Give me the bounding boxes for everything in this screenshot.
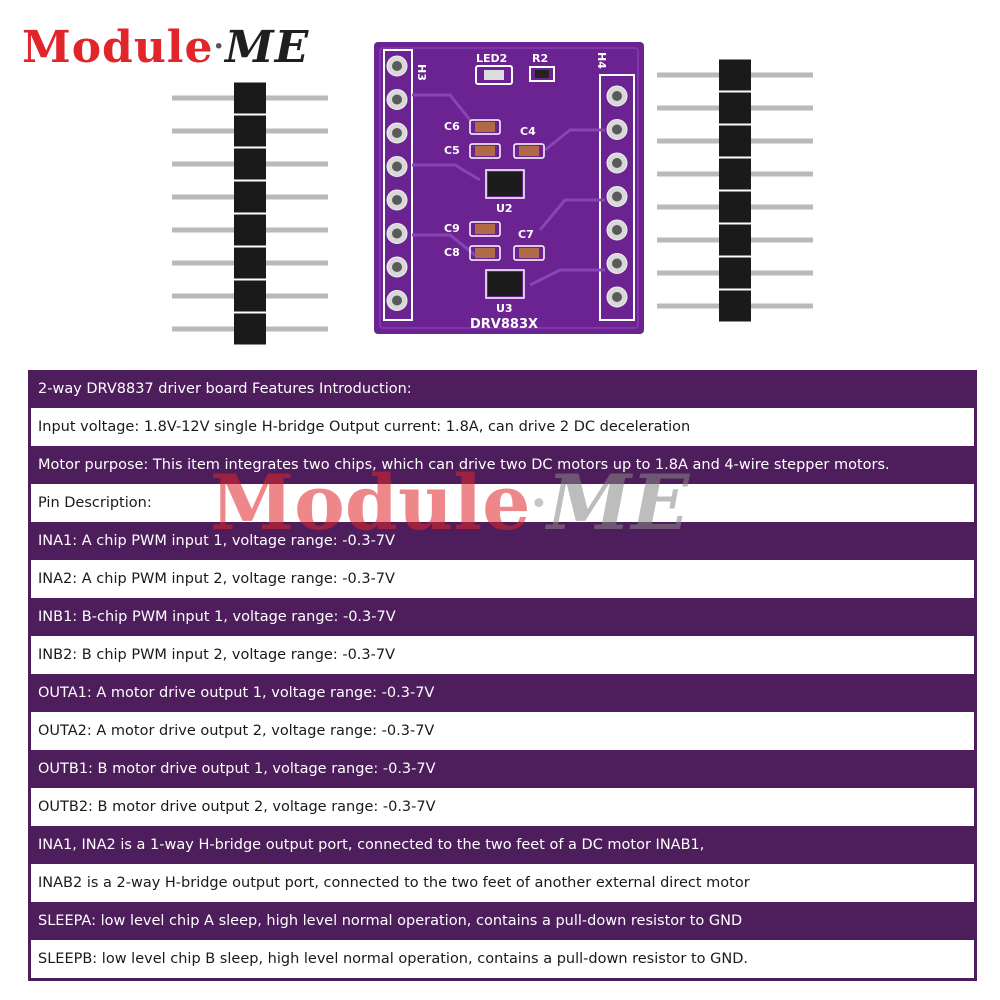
capacitor [475, 224, 495, 234]
left-header-block [234, 115, 266, 147]
chip-u2 [488, 172, 522, 196]
left-pad-column [386, 55, 408, 311]
right-pad-column [606, 85, 628, 308]
table-row-text: INA1: A chip PWM input 1, voltage range:… [38, 533, 395, 549]
table-row-text: INA1, INA2 is a 1-way H-bridge output po… [38, 837, 705, 853]
capacitor [475, 122, 495, 132]
table-row-text: 2-way DRV8837 driver board Features Intr… [38, 381, 412, 397]
table-row: SLEEPA: low level chip A sleep, high lev… [28, 902, 977, 940]
table-row: INA1, INA2 is a 1-way H-bridge output po… [28, 826, 977, 864]
right-header-block [719, 125, 751, 157]
table-row: OUTB2: B motor drive output 2, voltage r… [28, 788, 977, 826]
table-row: INB1: B-chip PWM input 1, voltage range:… [28, 598, 977, 636]
table-row: INA1: A chip PWM input 1, voltage range:… [28, 522, 977, 560]
chip-u3 [488, 272, 522, 296]
label-led2: LED2 [476, 52, 507, 65]
right-header-block [719, 92, 751, 124]
left-header-block [234, 247, 266, 279]
table-row-text: INAB2 is a 2-way H-bridge output port, c… [38, 875, 750, 891]
left-header-block [234, 214, 266, 246]
table-row: OUTA1: A motor drive output 1, voltage r… [28, 674, 977, 712]
right-header-block [719, 59, 751, 91]
table-row: SLEEPB: low level chip B sleep, high lev… [28, 940, 977, 978]
table-row-text: INA2: A chip PWM input 2, voltage range:… [38, 571, 395, 587]
feature-table: 2-way DRV8837 driver board Features Intr… [28, 370, 977, 981]
label-c5: C5 [444, 144, 460, 157]
label-model: DRV883X [470, 317, 538, 332]
table-row: Motor purpose: This item integrates two … [28, 446, 977, 484]
left-pin-header [172, 82, 328, 345]
table-row-text: SLEEPA: low level chip A sleep, high lev… [38, 913, 743, 929]
brand-logo: Module·ME [22, 22, 309, 73]
table-row-text: Input voltage: 1.8V-12V single H-bridge … [38, 419, 691, 435]
capacitor [475, 146, 495, 156]
capacitor [475, 248, 495, 258]
pcb-board: H3 H4 LED2 R2 C6 C5 C4 U2 C9 C8 C7 U3 DR… [374, 42, 644, 334]
table-row: OUTB1: B motor drive output 1, voltage r… [28, 750, 977, 788]
table-row: Pin Description: [28, 484, 977, 522]
table-row-text: OUTB1: B motor drive output 1, voltage r… [38, 761, 436, 777]
right-pin-header [657, 59, 813, 322]
left-header-block [234, 280, 266, 312]
capacitor [519, 146, 539, 156]
table-row-text: Pin Description: [38, 495, 152, 511]
label-c9: C9 [444, 222, 460, 235]
label-c7: C7 [518, 228, 534, 241]
right-header-block [719, 158, 751, 190]
left-header-block [234, 82, 266, 114]
table-row-text: OUTA1: A motor drive output 1, voltage r… [38, 685, 435, 701]
table-row: INA2: A chip PWM input 2, voltage range:… [28, 560, 977, 598]
right-header-block [719, 224, 751, 256]
table-row: Input voltage: 1.8V-12V single H-bridge … [28, 408, 977, 446]
table-row: INAB2 is a 2-way H-bridge output port, c… [28, 864, 977, 902]
table-row: INB2: B chip PWM input 2, voltage range:… [28, 636, 977, 674]
right-header-block [719, 257, 751, 289]
capacitors [469, 119, 545, 261]
label-h3: H3 [415, 64, 428, 81]
label-u2: U2 [496, 202, 513, 215]
left-header-block [234, 313, 266, 345]
label-h4: H4 [595, 52, 608, 69]
product-photo: H3 H4 LED2 R2 C6 C5 C4 U2 C9 C8 C7 U3 DR… [172, 42, 813, 345]
table-row-text: SLEEPB: low level chip B sleep, high lev… [38, 951, 748, 967]
label-r2: R2 [532, 52, 548, 65]
left-header-block [234, 148, 266, 180]
table-row-text: Motor purpose: This item integrates two … [38, 457, 890, 473]
right-header-block [719, 191, 751, 223]
right-header-block [719, 290, 751, 322]
label-u3: U3 [496, 302, 513, 315]
brand-logo-dot: · [213, 29, 225, 64]
label-c6: C6 [444, 120, 460, 133]
label-c8: C8 [444, 246, 460, 259]
brand-logo-part1: Module [22, 22, 214, 73]
left-header-block [234, 181, 266, 213]
table-row-text: OUTA2: A motor drive output 2, voltage r… [38, 723, 435, 739]
table-row-text: INB2: B chip PWM input 2, voltage range:… [38, 647, 396, 663]
label-c4: C4 [520, 125, 536, 138]
table-row-text: OUTB2: B motor drive output 2, voltage r… [38, 799, 436, 815]
table-row: 2-way DRV8837 driver board Features Intr… [28, 370, 977, 408]
capacitor [519, 248, 539, 258]
table-row-text: INB1: B-chip PWM input 1, voltage range:… [38, 609, 396, 625]
brand-logo-part2: ME [224, 22, 310, 73]
table-row: OUTA2: A motor drive output 2, voltage r… [28, 712, 977, 750]
